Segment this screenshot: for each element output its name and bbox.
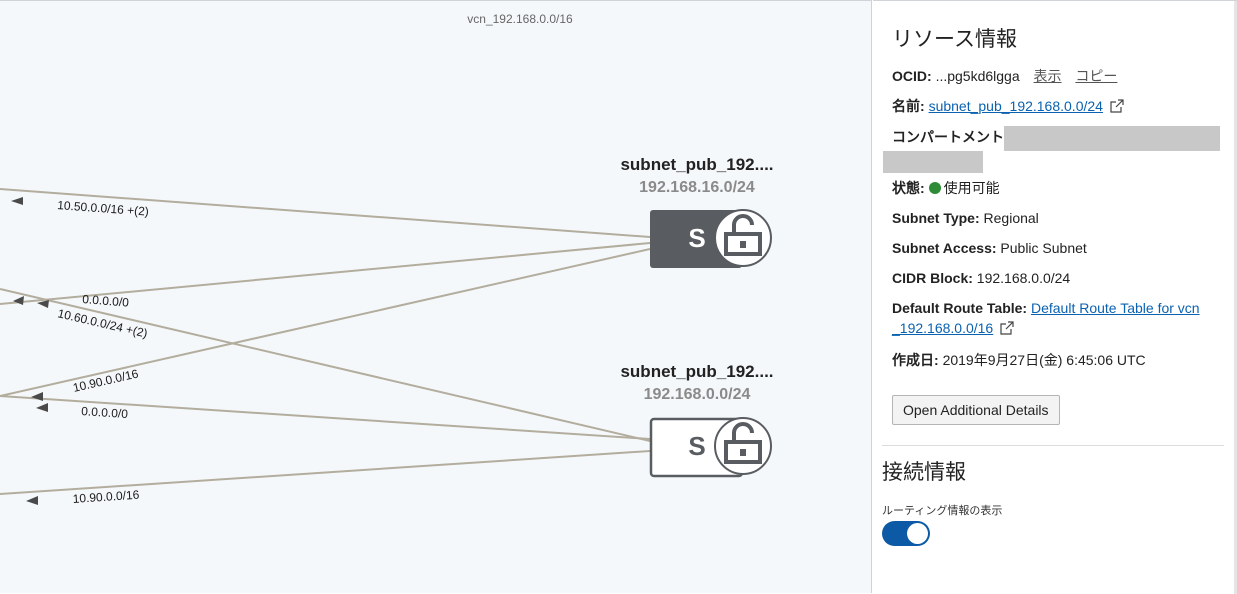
- state-label: 状態:: [892, 180, 925, 196]
- route-label: 10.90.0.0/16: [72, 488, 140, 506]
- route-table-label: Default Route Table:: [892, 300, 1028, 316]
- ocid-label: OCID:: [892, 68, 932, 84]
- ocid-value: ...pg5kd6lgga: [935, 68, 1020, 84]
- state-value: 使用可能: [943, 180, 1000, 196]
- panel-scrollbar[interactable]: [1234, 1, 1237, 594]
- route-table-row-cont: _192.168.0.0/16: [892, 318, 1014, 338]
- resource-info-panel: リソース情報 OCID: ...pg5kd6lgga 表示 コピー 名前: su…: [873, 0, 1237, 594]
- route-line: [0, 395, 651, 440]
- created-value: 2019年9月27日(金) 6:45:06 UTC: [942, 352, 1146, 368]
- routing-info-toggle[interactable]: [882, 521, 930, 546]
- external-link-icon[interactable]: [1110, 99, 1124, 113]
- ocid-row: OCID: ...pg5kd6lgga 表示 コピー: [892, 66, 1117, 86]
- status-dot-icon: [928, 182, 941, 194]
- vcn-label: vcn_192.168.0.0/16: [467, 12, 573, 26]
- route-table-link-cont[interactable]: _192.168.0.0/16: [892, 320, 994, 336]
- subnet-access-row: Subnet Access: Public Subnet: [892, 238, 1087, 258]
- name-row: 名前: subnet_pub_192.168.0.0/24: [892, 96, 1124, 116]
- route-arrow-icon: [11, 197, 23, 205]
- topology-diagram: 10.50.0.0/16 +(2) 0.0.0.0/0 10.60.0.0/24…: [0, 155, 774, 506]
- route-line: [0, 248, 651, 397]
- compartment-label: コンパートメント: [892, 129, 1004, 145]
- route-line: [0, 242, 651, 305]
- open-additional-details-button[interactable]: Open Additional Details: [892, 395, 1060, 425]
- redacted-compartment: [883, 151, 983, 173]
- route-table-row: Default Route Table: Default Route Table…: [892, 298, 1200, 318]
- cidr-value: 192.168.0.0/24: [976, 270, 1071, 286]
- cidr-row: CIDR Block: 192.168.0.0/24: [892, 268, 1070, 288]
- subnet-access-value: Public Subnet: [1000, 240, 1087, 256]
- subnet-node[interactable]: subnet_pub_192.... 192.168.16.0/24 S: [620, 155, 774, 268]
- subnet-access-label: Subnet Access:: [892, 240, 997, 256]
- subnet-cidr: 192.168.0.0/24: [644, 386, 751, 403]
- redacted-compartment: [1004, 126, 1220, 151]
- name-label: 名前:: [892, 98, 925, 114]
- route-line: [0, 188, 651, 238]
- route-arrow-icon: [37, 300, 49, 308]
- routing-toggle-label: ルーティング情報の表示: [882, 505, 1003, 517]
- ocid-copy-link[interactable]: コピー: [1075, 68, 1118, 84]
- subnet-node[interactable]: subnet_pub_192.... 192.168.0.0/24 S: [620, 362, 774, 478]
- unlock-icon: [714, 209, 772, 267]
- unlock-icon: [714, 417, 772, 475]
- route-table-link[interactable]: Default Route Table for vcn: [1030, 300, 1200, 316]
- subnet-icon-letter: S: [688, 431, 705, 461]
- subnet-name: subnet_pub_192....: [620, 362, 773, 381]
- subnet-icon-letter: S: [688, 223, 705, 253]
- cidr-label: CIDR Block:: [892, 270, 973, 286]
- resource-info-title: リソース情報: [892, 28, 1017, 51]
- route-arrow-icon: [13, 296, 24, 305]
- created-label: 作成日:: [892, 352, 939, 368]
- subnet-type-label: Subnet Type:: [892, 210, 980, 226]
- connection-info-title: 接続情報: [882, 461, 966, 484]
- subnet-type-value: Regional: [983, 210, 1039, 226]
- route-arrow-icon: [26, 496, 38, 505]
- route-arrow-icon: [31, 392, 43, 401]
- subnet-name: subnet_pub_192....: [620, 155, 773, 174]
- subnet-type-row: Subnet Type: Regional: [892, 208, 1039, 228]
- route-label: 0.0.0.0/0: [81, 404, 129, 421]
- route-label: 10.90.0.0/16: [72, 366, 140, 395]
- state-row: 状態: 使用可能: [892, 178, 1000, 198]
- created-row: 作成日: 2019年9月27日(金) 6:45:06 UTC: [892, 350, 1146, 370]
- route-label: 0.0.0.0/0: [82, 292, 130, 310]
- section-divider: [882, 445, 1224, 446]
- external-link-icon[interactable]: [1000, 321, 1014, 335]
- subnet-cidr: 192.168.16.0/24: [639, 179, 755, 196]
- route-label: 10.60.0.0/24 +(2): [56, 306, 149, 340]
- route-arrow-icon: [36, 403, 48, 412]
- toggle-knob: [907, 523, 928, 544]
- route-label: 10.50.0.0/16 +(2): [57, 198, 150, 219]
- topology-canvas[interactable]: vcn_192.168.0.0/16 10.50.0.0/16 +(2) 0.0…: [0, 0, 872, 593]
- route-line: [0, 450, 651, 495]
- ocid-show-link[interactable]: 表示: [1033, 68, 1062, 84]
- route-line: [0, 288, 651, 442]
- subnet-name-link[interactable]: subnet_pub_192.168.0.0/24: [928, 98, 1103, 114]
